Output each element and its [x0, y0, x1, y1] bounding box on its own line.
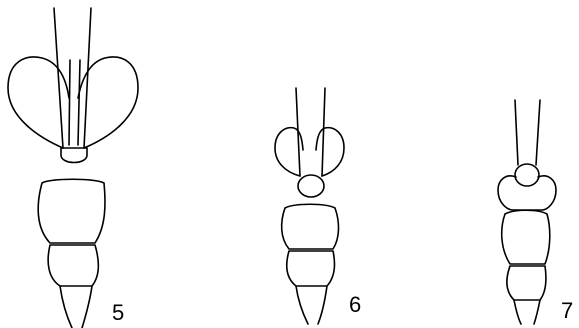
- figure-6-right-lobe: [316, 128, 344, 176]
- figure-6: 6: [275, 88, 361, 324]
- figure-7-number: 7: [561, 298, 573, 323]
- figure-7-segment-2: [507, 266, 546, 300]
- figure-7-stalk: [515, 100, 540, 165]
- figure-6-segment-1: [282, 204, 339, 249]
- figure-7-segment-1: [502, 210, 550, 264]
- figure-7: 7: [498, 100, 573, 324]
- figure-5-basal-stem: [60, 286, 92, 328]
- figure-6-number: 6: [349, 292, 361, 317]
- figure-6-apical-knob: [298, 175, 324, 197]
- figure-5-stalk: [54, 8, 91, 148]
- figure-5-apical-knob: [61, 148, 87, 163]
- figure-7-basal-stem: [514, 300, 540, 324]
- figure-7-lobes: [498, 176, 556, 210]
- figure-5-segment-1: [38, 179, 105, 243]
- figure-5-number: 5: [112, 300, 124, 325]
- figure-6-basal-stem: [296, 286, 327, 324]
- figure-5-segment-2: [48, 245, 98, 286]
- figure-6-segment-2: [287, 251, 335, 286]
- figure-7-apical-knob: [515, 164, 539, 186]
- figure-5: 5: [8, 8, 138, 328]
